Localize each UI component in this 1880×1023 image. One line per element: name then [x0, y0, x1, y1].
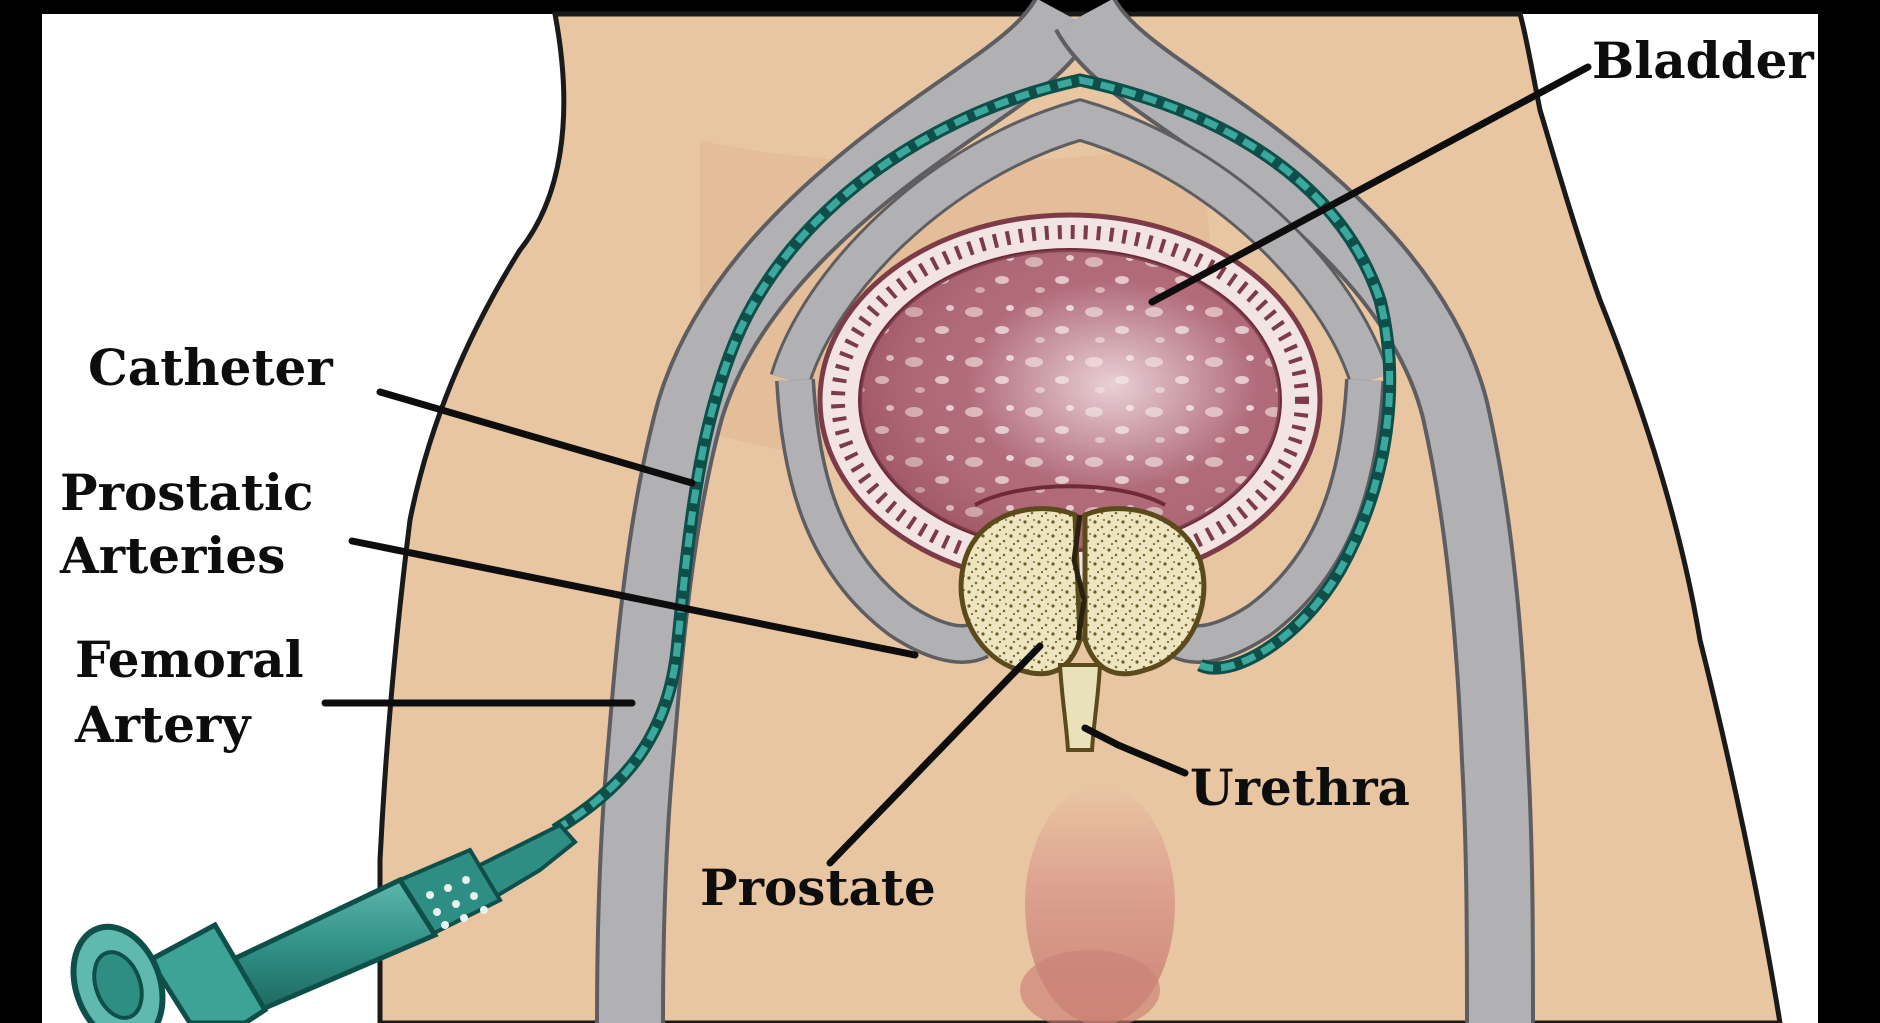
- prostatic-arteries-label-line2: Arteries: [59, 526, 285, 585]
- catheter-label: Catheter: [88, 338, 333, 397]
- urethra: [1060, 665, 1100, 750]
- prostatic-arteries-label-line1: Prostatic: [60, 463, 313, 522]
- femoral-artery-label-line1: Femoral: [75, 630, 304, 689]
- prostate-label: Prostate: [700, 858, 936, 917]
- urethra-label: Urethra: [1190, 758, 1410, 817]
- bladder-label: Bladder: [1592, 31, 1814, 90]
- femoral-artery-label-line2: Artery: [74, 695, 252, 754]
